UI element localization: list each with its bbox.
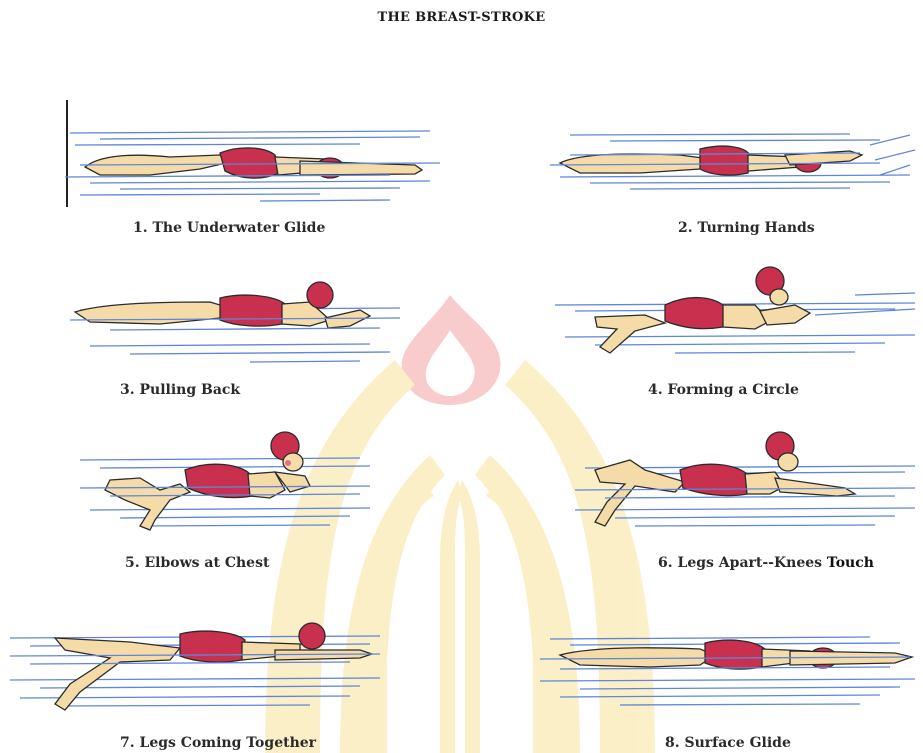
- step-8-caption: 8. Surface Glide: [665, 735, 791, 751]
- step-8-illustration: [540, 625, 920, 720]
- step-6-caption: 6. Legs Apart--Knees Touch: [658, 555, 874, 571]
- step-4-illustration: [555, 265, 920, 370]
- step-3-caption: 3. Pulling Back: [120, 382, 240, 398]
- step-2-illustration: [550, 125, 920, 200]
- step-5-caption: 5. Elbows at Chest: [125, 555, 269, 571]
- step-1-caption: 1. The Underwater Glide: [133, 220, 325, 236]
- watermark-center-left: [440, 480, 462, 753]
- step-7-caption: 7. Legs Coming Together: [120, 735, 316, 751]
- watermark-center-right: [458, 480, 480, 753]
- step-7-illustration: [10, 620, 390, 730]
- step-1-illustration: [60, 95, 440, 210]
- step-4-caption: 4. Forming a Circle: [648, 382, 799, 398]
- step-2-caption: 2. Turning Hands: [678, 220, 815, 236]
- step-6-illustration: [575, 430, 920, 545]
- step-3-illustration: [70, 280, 410, 375]
- page-title: THE BREAST-STROKE: [0, 10, 923, 25]
- step-5-illustration: [80, 430, 380, 550]
